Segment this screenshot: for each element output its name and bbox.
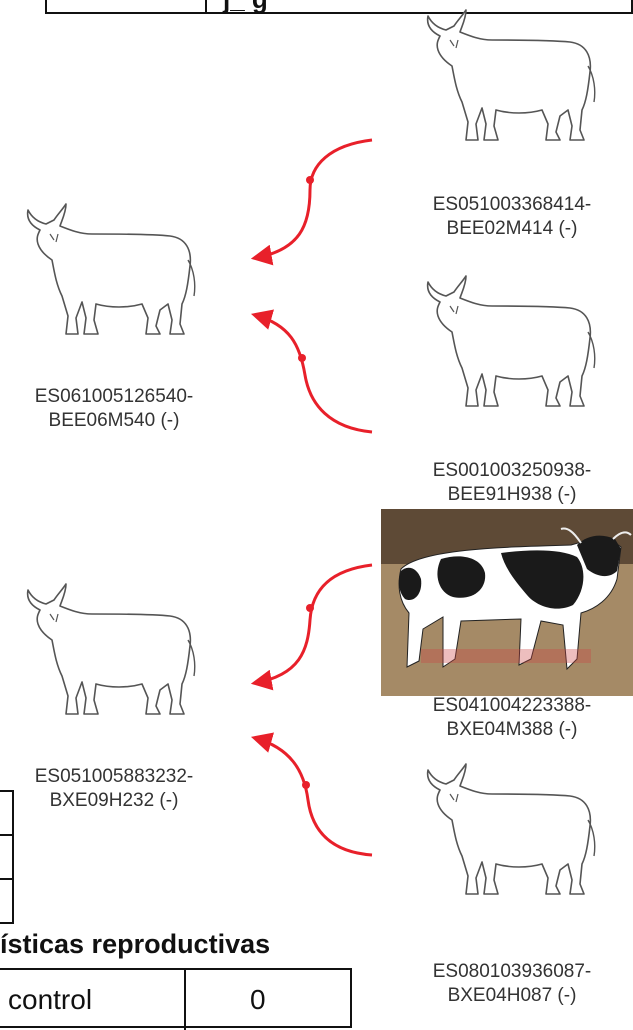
stats-table-divider bbox=[184, 970, 186, 1030]
stats-table-row: control 0 bbox=[0, 968, 352, 1030]
arrow-granddam-to-dam bbox=[250, 732, 373, 857]
bull-icon-paternal-grandsire[interactable] bbox=[410, 6, 610, 156]
section-heading: ísticas reproductivas bbox=[0, 929, 271, 959]
bull-icon-paternal-granddam[interactable] bbox=[410, 272, 610, 422]
bull-icon-sire[interactable] bbox=[10, 200, 210, 350]
dam-id[interactable]: ES051005883232- BXE09H232 (-) bbox=[34, 766, 194, 811]
paternal-grandsire-id[interactable]: ES051003368414- BEE02M414 (-) bbox=[432, 194, 592, 239]
top-header-text: j_ g bbox=[223, 0, 268, 15]
stats-row-label: control bbox=[8, 984, 93, 1015]
sire-id[interactable]: ES061005126540- BEE06M540 (-) bbox=[34, 386, 194, 431]
left-table-cell-2 bbox=[0, 834, 14, 880]
left-table-cell-3 bbox=[0, 878, 14, 924]
paternal-granddam-id[interactable]: ES001003250938- BEE91H938 (-) bbox=[432, 460, 592, 505]
bull-icon-maternal-granddam[interactable] bbox=[410, 760, 610, 910]
arrow-grandsire-to-dam bbox=[250, 563, 373, 691]
top-table-fragment: j_ g bbox=[45, 0, 633, 14]
maternal-grandsire-photo[interactable] bbox=[381, 509, 633, 696]
top-table-divider bbox=[205, 0, 207, 14]
maternal-grandsire-id[interactable]: ES041004223388- BXE04M388 (-) bbox=[432, 695, 592, 740]
left-table-cell-1 bbox=[0, 790, 14, 836]
bull-icon-dam[interactable] bbox=[10, 580, 210, 730]
arrow-grandsire-to-sire bbox=[250, 138, 373, 266]
arrow-granddam-to-sire bbox=[250, 309, 373, 434]
stats-row-value: 0 bbox=[250, 984, 266, 1015]
maternal-granddam-id[interactable]: ES080103936087- BXE04H087 (-) bbox=[432, 961, 592, 1006]
black-white-bull-image bbox=[381, 509, 633, 696]
